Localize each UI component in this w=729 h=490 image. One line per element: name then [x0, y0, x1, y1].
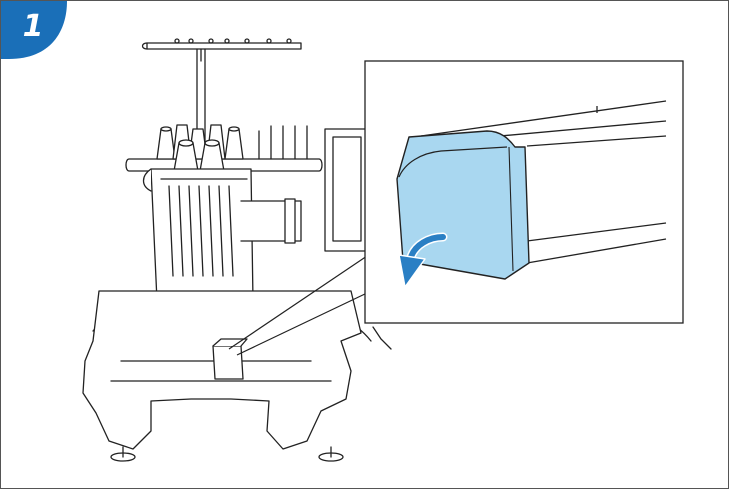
needle-plate-cover — [212, 338, 248, 380]
highlighted-cover — [396, 130, 530, 280]
step-number-badge: 1 — [1, 1, 69, 61]
zoom-callout — [364, 60, 684, 324]
callout-leader — [228, 255, 368, 356]
thread-spools — [156, 124, 244, 172]
operation-panel — [324, 128, 368, 252]
step-number: 1 — [22, 9, 44, 44]
pull-down-arrow-icon — [398, 232, 448, 288]
badge-shape-icon — [1, 1, 67, 59]
